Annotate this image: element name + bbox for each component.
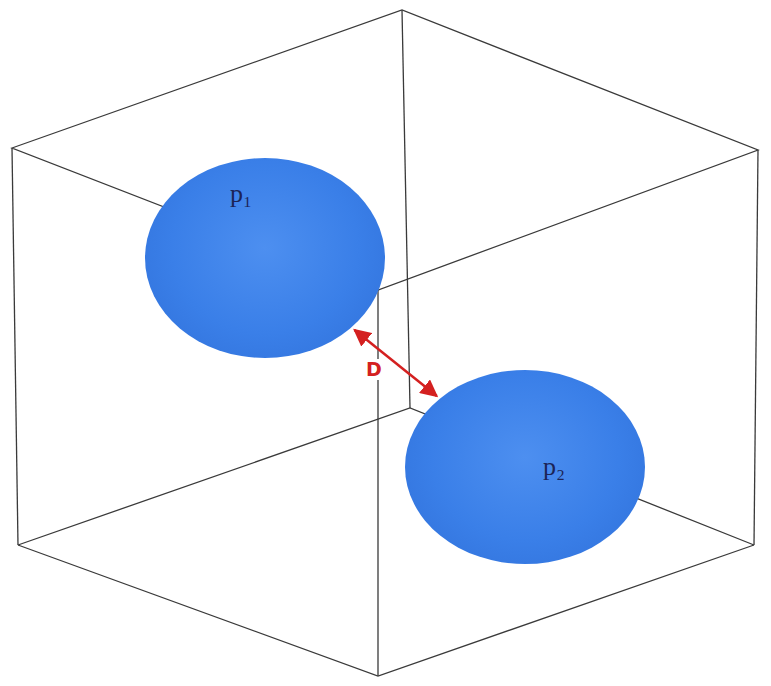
- cube-top: [12, 10, 758, 290]
- cube-edge: [402, 10, 410, 408]
- sphere: p₁: [145, 158, 385, 358]
- cube-edge: [12, 148, 18, 545]
- cube-edge: [754, 150, 758, 545]
- cube-bottom: [18, 545, 754, 676]
- sphere-label: p₂: [543, 452, 565, 482]
- distance-arrow: [354, 330, 436, 396]
- cube-edge: [377, 290, 378, 676]
- sphere: p₂: [405, 370, 645, 564]
- sphere-label: p₁: [230, 179, 252, 209]
- distance-label: D: [364, 359, 384, 380]
